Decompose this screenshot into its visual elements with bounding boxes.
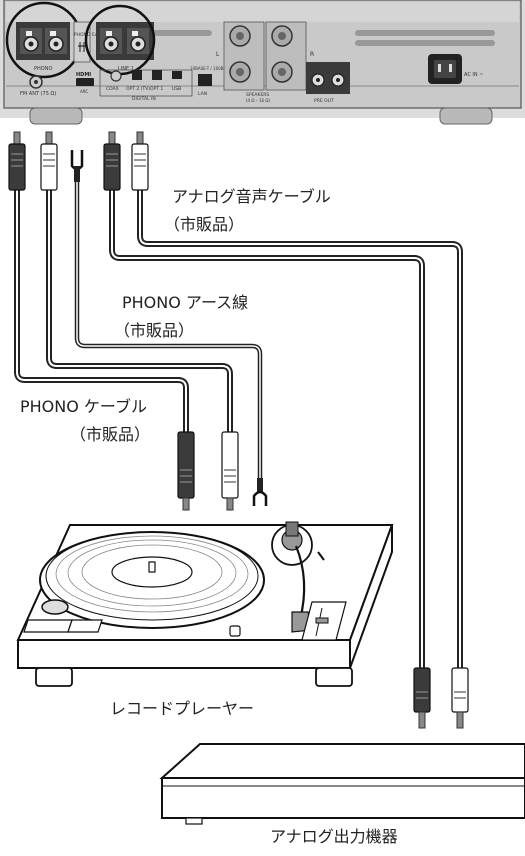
phono-earth-label: PHONO EARTH (74, 32, 107, 38)
amplifier-rear-panel: PHONO PHONO EARTH LINE 1 FM ANT (75 Ω) (0, 0, 525, 125)
phono-cable-label: PHONO ケーブル (20, 397, 147, 416)
phono-earth-cable-note: （市販品） (114, 321, 195, 340)
speaker-terminals (223, 21, 307, 91)
speakers-label: SPEAKERS (246, 92, 269, 98)
ac-inlet (428, 54, 462, 84)
coax-jack (110, 70, 122, 82)
phono-input-jacks (16, 22, 70, 60)
hdmi-label: HDMI (76, 72, 91, 78)
opt2-port (132, 70, 142, 80)
analog-output-device (159, 743, 525, 825)
fm-ant-label: FM ANT (75 Ω) (20, 91, 56, 97)
hdmi-port (76, 78, 94, 86)
speaker-r-label: R (310, 51, 314, 58)
line1-label: LINE 1 (118, 66, 134, 72)
speaker-l-label: L (216, 51, 220, 58)
earth-spade-bottom (252, 478, 268, 506)
record-player-label: レコードプレーヤー (110, 699, 255, 718)
opt1-port (152, 70, 162, 80)
lan-speed-label: 10BASE-T / 100BASE-TX (190, 66, 238, 71)
lan-port (198, 74, 212, 86)
earth-spade-top (70, 150, 84, 182)
pre-out-jacks (306, 62, 350, 94)
digital-in-label: DIGITAL IN (132, 96, 156, 102)
rca-plug-analog-l-top (103, 131, 121, 191)
speakers-impedance-label: (4 Ω – 16 Ω) (246, 98, 270, 103)
analog-cable-label: アナログ音声ケーブル (172, 187, 331, 206)
analog-device-plugs (413, 667, 469, 729)
opt2-label: OPT 2 (TV) (126, 86, 150, 92)
usb-port (172, 71, 182, 79)
rca-plug-analog-r-top (131, 131, 149, 191)
phono-end-plugs (177, 431, 268, 511)
turntable (16, 521, 394, 687)
lan-label: LAN (198, 91, 207, 97)
pre-out-label: PRE OUT (314, 98, 334, 104)
top-plugs (8, 131, 149, 191)
phono-label: PHONO (34, 66, 52, 72)
opt1-label: OPT 1 (150, 86, 163, 92)
phono-earth-cable-label: PHONO アース線 (122, 293, 249, 312)
arc-label: ARC (80, 89, 88, 94)
usb-label: USB (172, 86, 181, 92)
phono-cable-note: （市販品） (70, 425, 151, 444)
rca-plug-phono-r-bottom (221, 431, 239, 511)
analog-cable-note: （市販品） (164, 215, 245, 234)
rca-plug-analog-l-bottom (413, 667, 431, 729)
coax-label: COAX (106, 86, 119, 92)
rca-plug-phono-l-top (8, 131, 26, 191)
cables (14, 179, 463, 671)
rca-plug-analog-r-bottom (451, 667, 469, 729)
line1-input-jacks (96, 22, 154, 60)
ac-in-label: AC IN ~ (464, 72, 483, 78)
rca-plug-phono-l-bottom (177, 431, 195, 511)
analog-output-device-label: アナログ出力機器 (270, 827, 398, 846)
rca-plug-phono-r-top (40, 131, 58, 191)
